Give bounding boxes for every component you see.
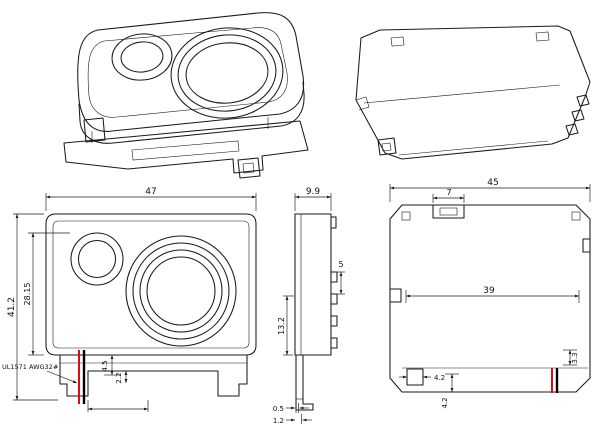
left-edge-notch <box>355 96 370 111</box>
iso-front-view <box>63 12 309 179</box>
large-lens-inner <box>185 42 269 104</box>
bracket-left-tab <box>83 117 106 143</box>
bottom-left-tab-inner <box>381 142 392 152</box>
side-tail <box>295 354 314 411</box>
back-outline <box>389 204 591 393</box>
connector-tooth <box>571 109 585 122</box>
iso-back-view <box>355 25 591 160</box>
bracket-slot <box>131 140 240 161</box>
large-circle-1 <box>125 235 237 347</box>
bottom-left-tab <box>377 137 397 156</box>
large-circle-4 <box>146 256 216 326</box>
foot-square <box>406 368 424 386</box>
dim-wire-exit-b-label: 2.2 <box>115 372 123 383</box>
top-tab <box>432 204 465 219</box>
housing-outline <box>77 12 305 132</box>
dim-side-depth: 9.9 <box>294 187 332 211</box>
small-circle-inner <box>77 239 117 279</box>
dim-tail-thickness: 0.5 <box>273 403 309 413</box>
dim-wire-exit-a: 4.5 <box>101 355 120 376</box>
dim-back-width-label: 45 <box>487 178 498 188</box>
dim-front-overall-height: 41.2 <box>7 213 58 401</box>
dim-back-edge-offset-label: 3.3 <box>571 352 579 363</box>
dim-back-hole-spacing: 39 <box>405 286 580 303</box>
bracket-plate <box>63 120 309 174</box>
small-circle-outer <box>70 232 124 286</box>
dim-back-width: 45 <box>389 178 591 202</box>
front-inner-contour <box>52 220 250 349</box>
dim-front-width: 47 <box>45 187 257 211</box>
bracket-right-tab <box>237 157 261 179</box>
dim-side-pitch-label: 5 <box>338 260 343 269</box>
connector-tooth <box>576 94 590 107</box>
dim-back-tab-label: 7 <box>446 188 451 197</box>
bracket-right-tab-inner <box>242 162 255 174</box>
side-tooth <box>330 315 338 327</box>
connector-tooth <box>565 123 579 136</box>
dim-tail-width: 1.2 <box>273 414 312 425</box>
front-view: 47 41.2 28.15 4.5 2.2 UL15 <box>2 187 257 412</box>
right-edge-box <box>582 238 591 253</box>
top-tab-inner <box>439 207 458 216</box>
corner-boss <box>401 211 411 221</box>
dim-foot-height-label: 4.2 <box>441 397 449 408</box>
housing-inner-face <box>87 27 288 118</box>
large-circle-3 <box>139 249 223 333</box>
side-top-step <box>330 216 337 229</box>
dim-tail-width-label: 1.2 <box>273 417 284 425</box>
backplate-outline <box>355 25 591 160</box>
dim-side-height: 13.2 <box>277 295 294 356</box>
small-lens-inner <box>120 41 164 73</box>
dim-wire-exit-b: 2.2 <box>115 371 128 384</box>
side-tooth <box>330 293 338 305</box>
boss-mark <box>535 31 550 42</box>
dim-side-height-label: 13.2 <box>277 317 286 335</box>
side-tooth <box>330 271 338 283</box>
housing-side-band <box>78 81 305 144</box>
large-lens-mid <box>177 34 277 112</box>
left-edge-box <box>389 288 402 303</box>
back-view: 45 7 39 3.3 4.2 4.2 <box>389 178 591 409</box>
corner-boss <box>571 211 581 221</box>
dim-back-tab: 7 <box>432 188 465 203</box>
large-lens-outer <box>170 27 284 119</box>
front-bracket <box>59 354 248 397</box>
backplate-bottom-edge <box>398 140 549 156</box>
dim-foot-width: 4.2 <box>399 374 445 382</box>
large-circle-2 <box>132 242 230 340</box>
small-lens-outer <box>111 33 173 81</box>
dim-front-width-label: 47 <box>145 187 156 197</box>
wire-spec-callout: UL1571 AWG32# <box>2 363 78 384</box>
dim-front-overall-height-label: 41.2 <box>7 297 17 317</box>
side-view: 9.9 5 13.2 0.5 1.2 <box>273 187 345 425</box>
dim-side-pitch: 5 <box>337 260 345 295</box>
boss-mark <box>390 36 405 47</box>
dim-tail-thickness-label: 0.5 <box>273 405 284 413</box>
front-outline <box>45 213 257 356</box>
dim-back-hole-spacing-label: 39 <box>483 286 495 296</box>
dim-back-edge-offset: 3.3 <box>563 349 579 366</box>
dim-foot-height: 4.2 <box>441 373 459 409</box>
dim-side-depth-label: 9.9 <box>306 187 321 197</box>
dim-front-body-height: 28.15 <box>23 232 70 356</box>
wire-spec-label: UL1571 AWG32# <box>2 363 58 371</box>
side-body <box>294 213 332 356</box>
dim-front-body-height-label: 28.15 <box>23 283 32 306</box>
dim-bracket-bottom <box>87 400 149 412</box>
dim-wire-exit-a-label: 4.5 <box>101 360 109 371</box>
side-tooth <box>330 337 338 349</box>
backplate-step-line <box>363 84 561 104</box>
dim-foot-width-label: 4.2 <box>434 374 445 382</box>
